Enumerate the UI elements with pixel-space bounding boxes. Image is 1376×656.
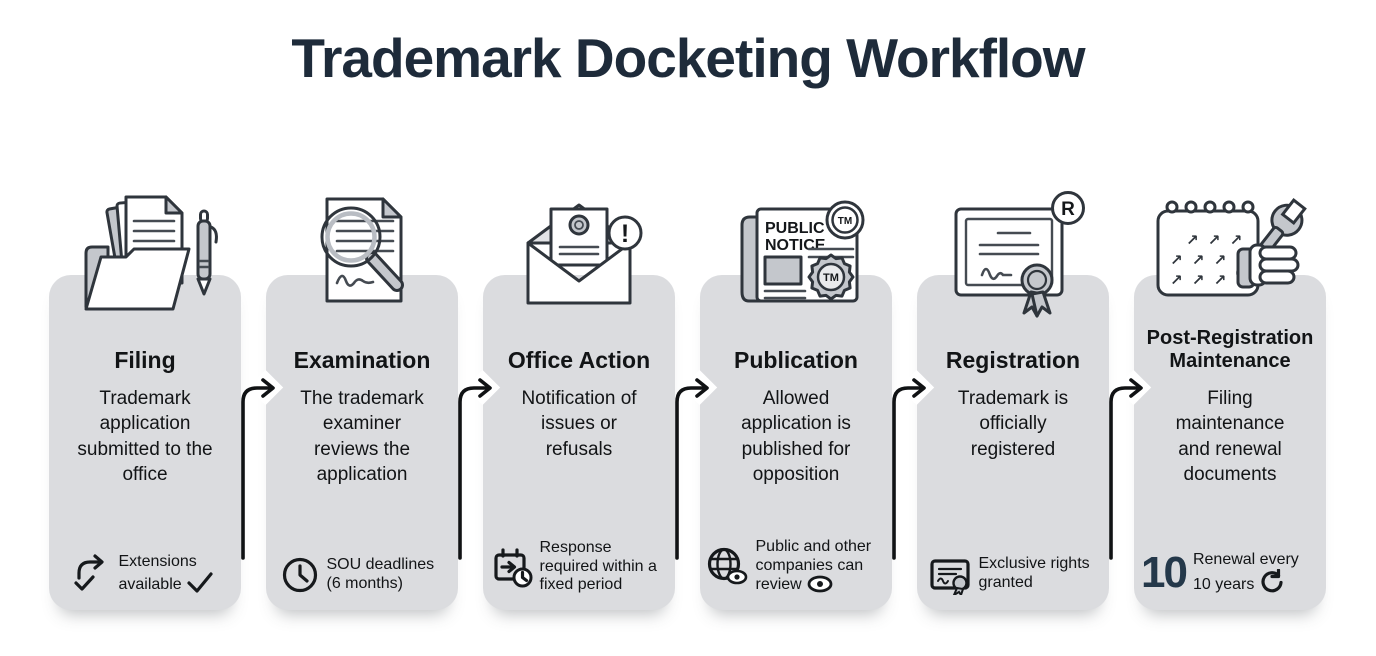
step-panel-registration: R Registration Trademark is officially r… — [917, 191, 1109, 610]
step-title: Publication — [734, 347, 858, 374]
step-panel-office-action: ! Office Action Notification of issues o… — [483, 203, 675, 610]
resubmit-arrow-check-icon — [73, 554, 104, 591]
folder-documents-pen-icon — [84, 195, 218, 311]
certificate-registered-icon: R — [954, 191, 1085, 318]
step-footer: Response required within a fixed period — [487, 539, 671, 595]
certificate-ribbon-icon — [929, 559, 970, 595]
footer-note: Public and other companies can review — [755, 537, 872, 594]
step-panel-examination: Examination The trademark examiner revie… — [266, 197, 458, 610]
calendar-wrench-hand-icon: ↗ ↗ ↗ ↗ ↗ ↗ ↗ ↗ ↗ ↗ ↗ — [1156, 198, 1307, 297]
step-footer: Public and other companies can review — [704, 538, 888, 595]
footer-note: Response required within a fixed period — [539, 538, 657, 594]
step-footer: Exclusive rights granted — [921, 553, 1105, 595]
eye-icon — [807, 575, 833, 593]
footer-note: Exclusive rights granted — [978, 555, 1090, 591]
clock-icon — [282, 557, 317, 593]
step-title: Filing — [114, 347, 176, 374]
step-title: Registration — [945, 347, 1081, 374]
calendar-deadline-clock-icon — [493, 548, 532, 588]
page-title: Trademark Docketing Workflow — [291, 27, 1085, 89]
public-notice-newspaper-tm-icon: PUBLIC NOTICE TM TM — [740, 200, 865, 303]
envelope-alert-icon: ! — [526, 203, 643, 305]
tm-seal-label: TM — [823, 272, 839, 284]
globe-eye-icon — [707, 548, 747, 585]
step-description: Trademark is officially registered — [957, 388, 1069, 460]
step-title: Post-Registration Maintenance — [1146, 327, 1314, 372]
step-panel-filing: Filing Trademark application submitted t… — [49, 195, 241, 610]
step-footer: 10 Renewal every 10 years — [1138, 547, 1322, 597]
step-title: Office Action — [507, 347, 651, 374]
footer-note: Extensions available — [118, 552, 197, 594]
flow-connector-arrow-5 — [1109, 378, 1143, 560]
alert-exclamation-label: ! — [621, 220, 629, 248]
step-description: The trademark examiner reviews the appli… — [300, 388, 424, 485]
step-panel-publication: PUBLIC NOTICE TM TM Publication Allowed … — [700, 200, 892, 610]
public-notice-label-line1: PUBLIC — [765, 220, 825, 237]
refresh-icon — [1261, 568, 1283, 593]
workflow-steps: Filing Trademark application submitted t… — [49, 191, 1326, 610]
flow-connector-arrow-4 — [892, 378, 926, 560]
flow-connector-arrow-1 — [241, 378, 275, 560]
step-panel-post-registration-maintenance: ↗ ↗ ↗ ↗ ↗ ↗ ↗ ↗ ↗ ↗ ↗ Post-Registration … — [1134, 198, 1326, 610]
step-description: Trademark application submitted to the o… — [77, 388, 213, 485]
step-description: Filing maintenance and renewal documents — [1175, 388, 1285, 485]
flow-connector-arrow-2 — [458, 378, 492, 560]
step-footer: SOU deadlines (6 months) — [270, 555, 454, 595]
tm-circle-label: TM — [838, 216, 852, 227]
renewal-years-number: 10 — [1141, 547, 1188, 597]
document-magnifier-icon — [320, 197, 404, 303]
step-description: Allowed application is published for opp… — [741, 388, 851, 485]
public-notice-label-line2: NOTICE — [765, 237, 826, 254]
footer-note: Renewal every 10 years — [1192, 550, 1299, 594]
registered-symbol-label: R — [1061, 199, 1075, 220]
step-description: Notification of issues or refusals — [521, 388, 637, 460]
step-title: Examination — [293, 347, 431, 374]
flow-connector-arrow-3 — [675, 378, 709, 560]
renewal-arrows-row1: ↗ ↗ ↗ — [1186, 231, 1244, 249]
renewal-arrows-row3: ↗ ↗ ↗ — [1170, 271, 1228, 289]
footer-note: SOU deadlines (6 months) — [326, 556, 435, 592]
checkmark-icon — [187, 572, 213, 593]
step-footer: Extensions available — [53, 553, 237, 595]
